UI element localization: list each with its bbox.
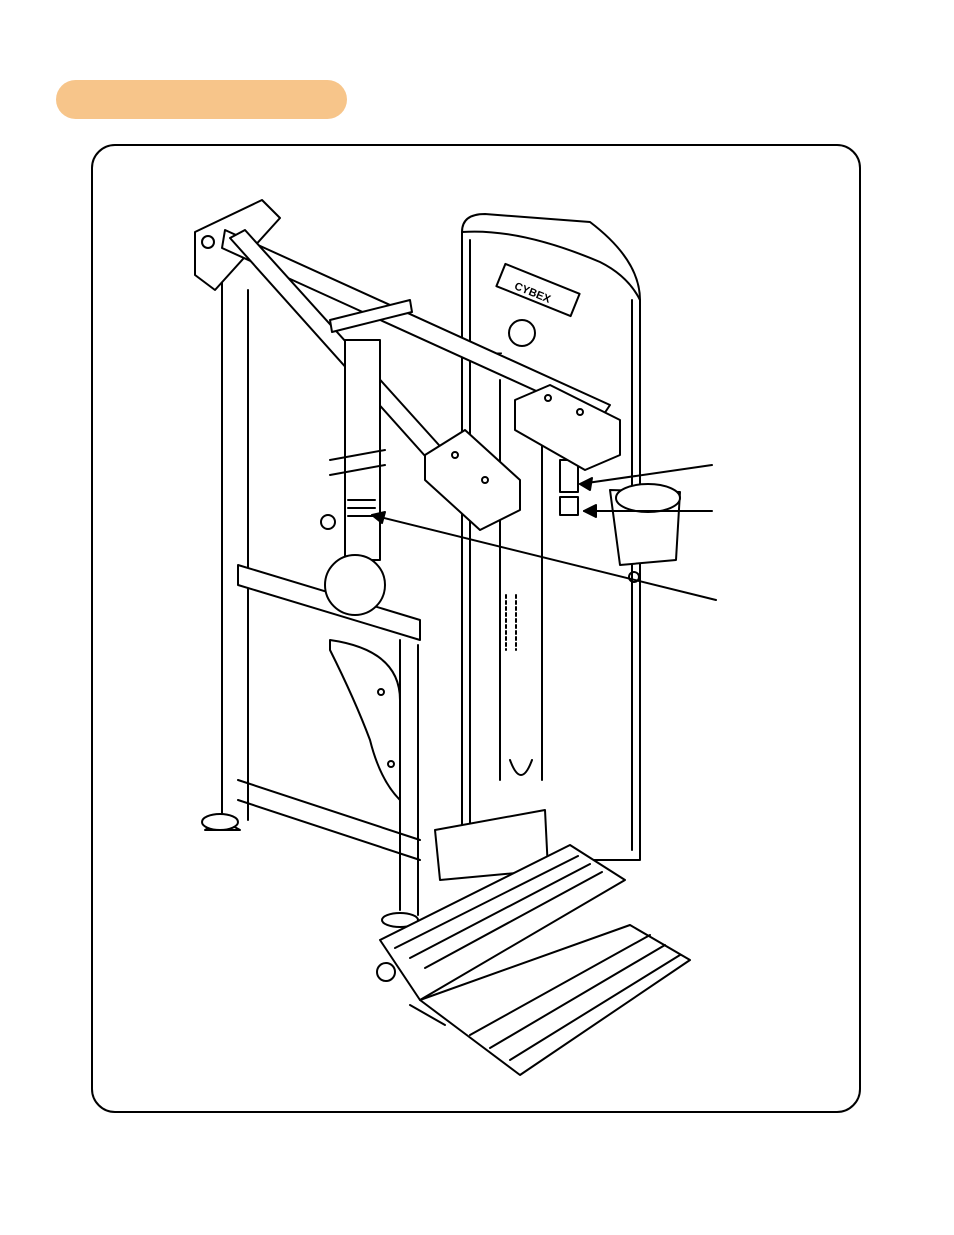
shoulder-pads [424, 384, 621, 531]
bottle-holder [609, 483, 681, 583]
arrowhead-icon [371, 511, 386, 524]
decal-callout-upper [579, 464, 713, 485]
section-header-pill [56, 80, 347, 119]
weight-stack-tower: CYBEX VRT [461, 213, 641, 861]
decal-callout-lower [371, 514, 717, 601]
callout-leaders [371, 464, 717, 601]
foot-platform [376, 809, 691, 1076]
arrowhead-icon [583, 504, 597, 518]
machine-frame [201, 279, 421, 928]
figure-frame [91, 144, 861, 1113]
arrowhead-icon [579, 477, 593, 491]
lever-arm [194, 199, 611, 616]
